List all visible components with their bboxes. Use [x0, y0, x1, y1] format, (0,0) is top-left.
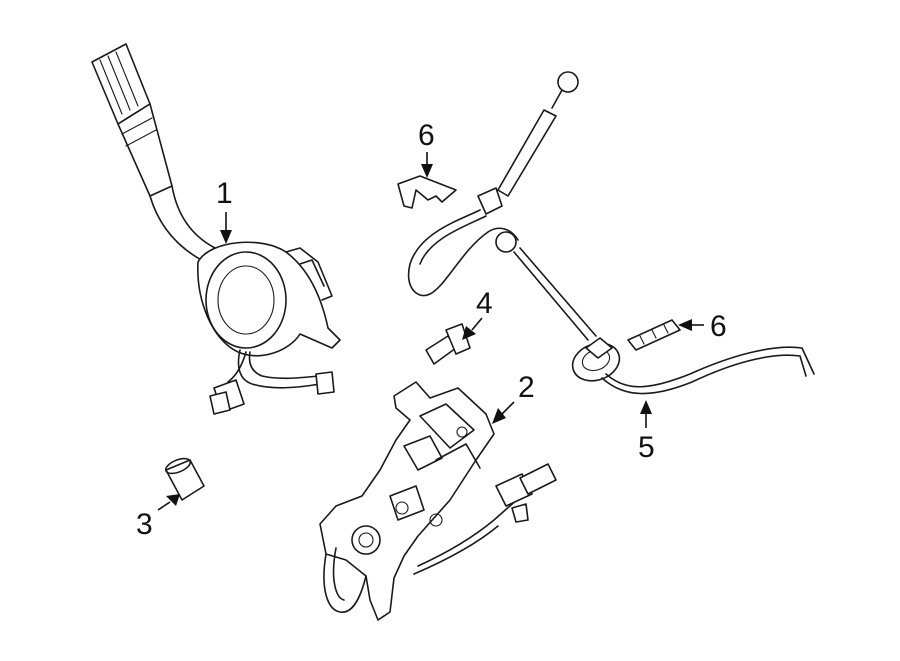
callout-label-5: 5: [638, 431, 655, 464]
shift-cable-part[interactable]: [407, 71, 815, 395]
callout-6-lower: 6: [678, 310, 727, 343]
callout-1: 1: [216, 177, 233, 244]
callout-2: 2: [492, 371, 535, 424]
cap-part[interactable]: [164, 456, 205, 501]
callout-3: 3: [136, 494, 180, 541]
callout-label-2: 2: [518, 371, 535, 404]
combination-switch-part[interactable]: [91, 43, 341, 415]
callout-6-upper: 6: [418, 119, 435, 178]
callout-label-3: 3: [136, 508, 153, 541]
callout-label-4: 4: [476, 287, 493, 320]
bolt-part[interactable]: [425, 323, 471, 365]
callout-label-6-upper: 6: [418, 119, 435, 152]
callout-label-6-lower: 6: [710, 310, 727, 343]
steering-housing-part[interactable]: [319, 381, 557, 621]
callout-4: 4: [462, 287, 493, 340]
callout-label-1: 1: [216, 177, 233, 210]
callout-5: 5: [638, 400, 655, 464]
retainer-part-lower[interactable]: [627, 319, 681, 351]
clip-part-upper[interactable]: [397, 175, 457, 209]
